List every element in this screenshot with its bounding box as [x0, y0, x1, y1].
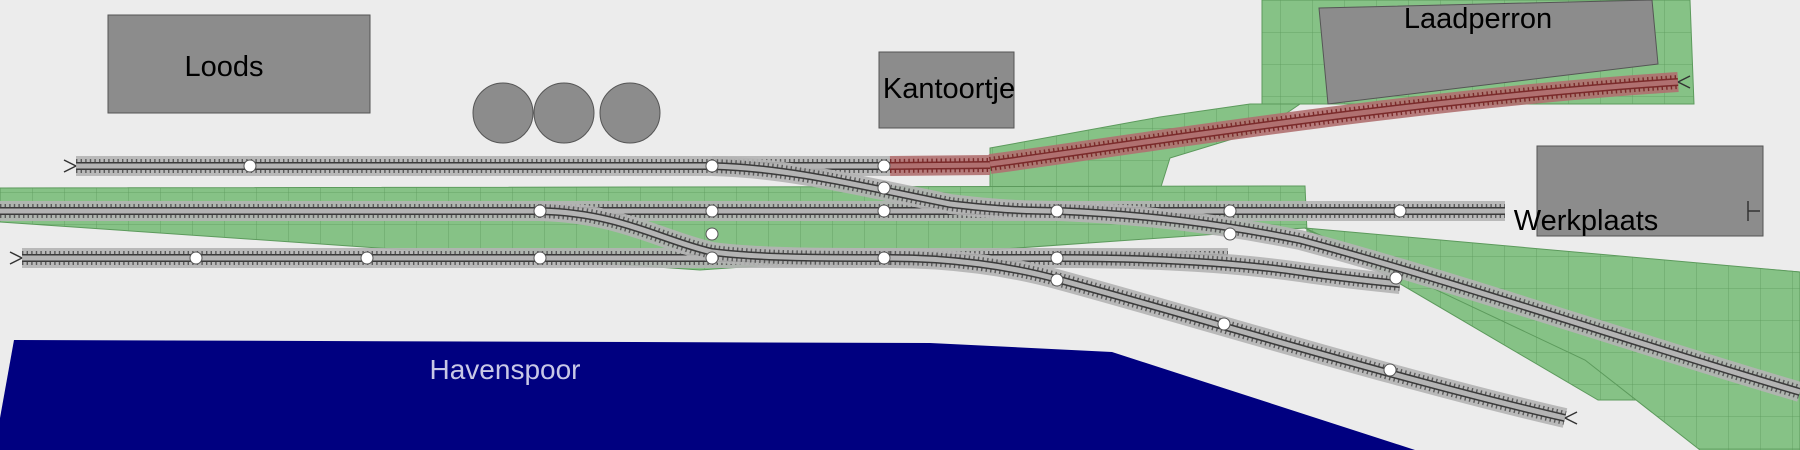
- track-curve-bottom-diag[interactable]: [889, 248, 1568, 428]
- workshop-building[interactable]: [1536, 145, 1764, 237]
- track-curve-top-to-main[interactable]: [711, 156, 1061, 221]
- track-node-marker[interactable]: [1050, 251, 1064, 265]
- platform-label: Laadperron: [1404, 3, 1552, 35]
- shed-label: Loods: [184, 51, 263, 83]
- storage-tank-icon[interactable]: [599, 82, 661, 144]
- track-layer: [0, 72, 1800, 428]
- storage-tanks: [472, 82, 661, 144]
- track-node-marker[interactable]: [877, 204, 891, 218]
- office-building[interactable]: [878, 51, 1015, 129]
- track-curve-main-diag[interactable]: [1059, 201, 1800, 402]
- buffer-stop-icon: [9, 251, 23, 265]
- track-node-marker[interactable]: [1217, 317, 1231, 331]
- track-node-marker[interactable]: [877, 181, 891, 195]
- track-node-marker[interactable]: [533, 251, 547, 265]
- track-top-selected[interactable]: [889, 155, 991, 176]
- shed-building[interactable]: [107, 14, 371, 114]
- office-label: Kantoortje: [883, 73, 1015, 105]
- track-nodes: [189, 159, 1407, 377]
- track-node-marker[interactable]: [1389, 271, 1403, 285]
- track-node-marker[interactable]: [877, 251, 891, 265]
- track-curve-bottom-to-diag[interactable]: [1059, 248, 1401, 294]
- harbour-water: [0, 340, 1415, 450]
- buffer-stop-icon: [1677, 75, 1691, 89]
- storage-tank-icon[interactable]: [533, 82, 595, 144]
- harbour-label: Havenspoor: [430, 354, 581, 385]
- buffer-stop-icon: [63, 159, 77, 173]
- track-node-marker[interactable]: [533, 204, 547, 218]
- track-node-marker[interactable]: [189, 251, 203, 265]
- buffer-stop-icon: [1564, 411, 1578, 425]
- track-node-marker[interactable]: [877, 159, 891, 173]
- track-node-marker[interactable]: [360, 251, 374, 265]
- track-node-marker[interactable]: [243, 159, 257, 173]
- track-node-marker[interactable]: [705, 227, 719, 241]
- platform-building[interactable]: [1318, 0, 1659, 105]
- track-node-marker[interactable]: [1393, 204, 1407, 218]
- track-node-marker[interactable]: [1223, 227, 1237, 241]
- buffer-stop-icon: [1747, 201, 1760, 221]
- buildings: Loods Kantoortje Laadperron Werkplaats: [107, 0, 1764, 237]
- track-node-marker[interactable]: [1223, 204, 1237, 218]
- track-node-marker[interactable]: [1050, 204, 1064, 218]
- track-node-marker[interactable]: [705, 251, 719, 265]
- track-node-marker[interactable]: [705, 204, 719, 218]
- workshop-label: Werkplaats: [1514, 205, 1659, 237]
- track-node-marker[interactable]: [1050, 273, 1064, 287]
- track-platform[interactable]: [988, 72, 1679, 174]
- track-node-marker[interactable]: [1383, 363, 1397, 377]
- storage-tank-icon[interactable]: [472, 82, 534, 144]
- track-node-marker[interactable]: [705, 159, 719, 173]
